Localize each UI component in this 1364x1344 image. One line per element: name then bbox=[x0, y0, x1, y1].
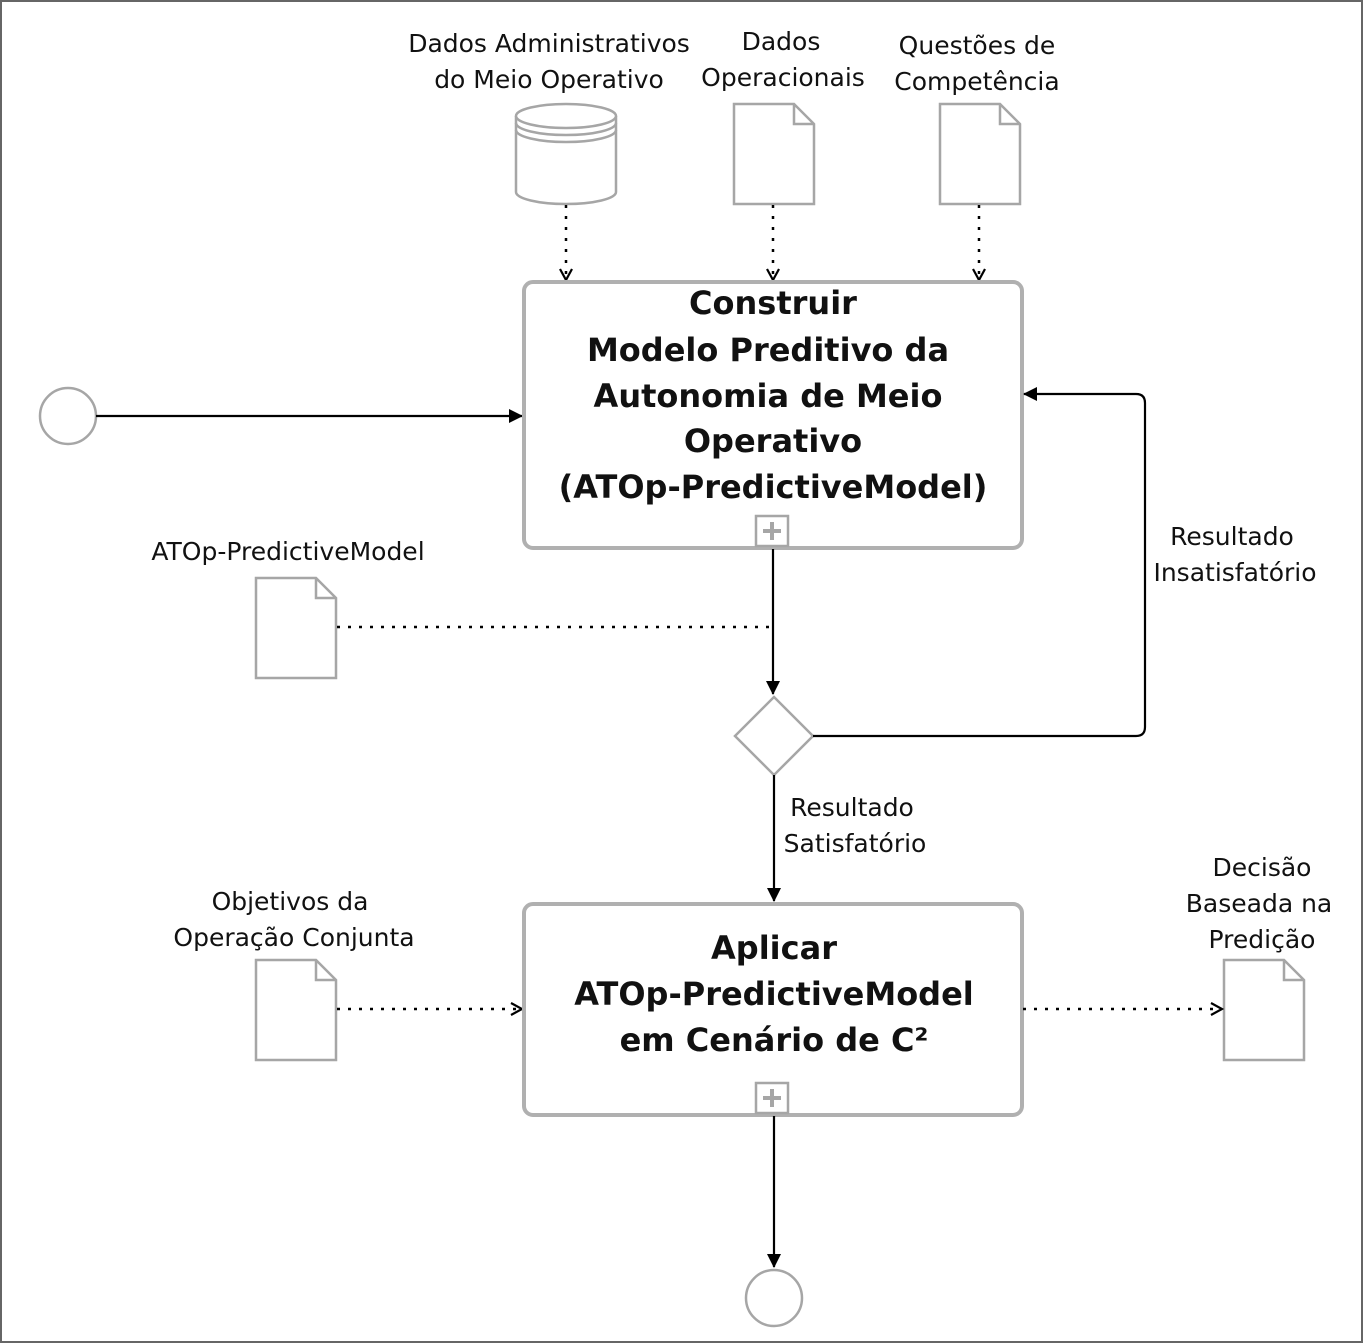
task-build-model[interactable]: Construir Modelo Preditivo da Autonomia … bbox=[522, 280, 1024, 550]
admin-data-label-line2: do Meio Operativo bbox=[434, 65, 664, 94]
output-label-line3: Predição bbox=[1209, 925, 1316, 954]
task-apply-expand-icon[interactable] bbox=[754, 1081, 790, 1115]
task-apply-model[interactable]: Aplicar ATOp-PredictiveModel em Cenário … bbox=[522, 902, 1024, 1117]
task-build-title-line4: Operativo bbox=[684, 422, 862, 460]
unsatisfactory-loop-flow bbox=[813, 387, 1147, 738]
objectives-label-line1: Objetivos da bbox=[212, 887, 369, 916]
satisfactory-label-line2: Satisfatório bbox=[784, 829, 927, 858]
data-store-icon bbox=[514, 102, 618, 206]
model-artifact-label: ATOp-PredictiveModel bbox=[151, 537, 424, 566]
output-document-icon bbox=[1222, 958, 1306, 1062]
task-build-title-line3: Autonomia de Meio bbox=[594, 377, 943, 415]
unsatisfactory-label-line2: Insatisfatório bbox=[1153, 558, 1316, 587]
competence-questions-document-icon bbox=[938, 102, 1022, 206]
operational-data-document-icon bbox=[732, 102, 816, 206]
unsatisfactory-label-line1: Resultado bbox=[1170, 522, 1294, 551]
end-event[interactable] bbox=[744, 1268, 804, 1328]
admin-data-label-line1: Dados Administrativos bbox=[408, 29, 690, 58]
start-event[interactable] bbox=[38, 386, 98, 446]
objectives-document-icon bbox=[254, 958, 338, 1062]
competence-questions-label-line1: Questões de bbox=[899, 31, 1056, 60]
task-apply-title-line3: em Cenário de C² bbox=[620, 1021, 929, 1059]
output-label-line2: Baseada na bbox=[1186, 889, 1333, 918]
satisfactory-label-line1: Resultado bbox=[790, 793, 914, 822]
task-apply-title-line2: ATOp-PredictiveModel bbox=[574, 975, 974, 1013]
competence-questions-label-line2: Competência bbox=[894, 67, 1059, 96]
task-build-title-line1: Construir bbox=[689, 284, 857, 322]
task-build-title-line2: Modelo Preditivo da bbox=[587, 331, 949, 369]
operational-data-label-line1: Dados bbox=[742, 27, 821, 56]
task-build-title-line5: (ATOp-PredictiveModel) bbox=[559, 468, 988, 506]
model-artifact-document-icon bbox=[254, 576, 338, 680]
decision-gateway[interactable] bbox=[733, 695, 815, 777]
output-label-line1: Decisão bbox=[1213, 853, 1312, 882]
task-build-expand-icon[interactable] bbox=[754, 514, 790, 548]
objectives-label-line2: Operação Conjunta bbox=[173, 923, 414, 952]
task-apply-title-line1: Aplicar bbox=[711, 929, 837, 967]
operational-data-label-line2: Operacionais bbox=[701, 63, 865, 92]
